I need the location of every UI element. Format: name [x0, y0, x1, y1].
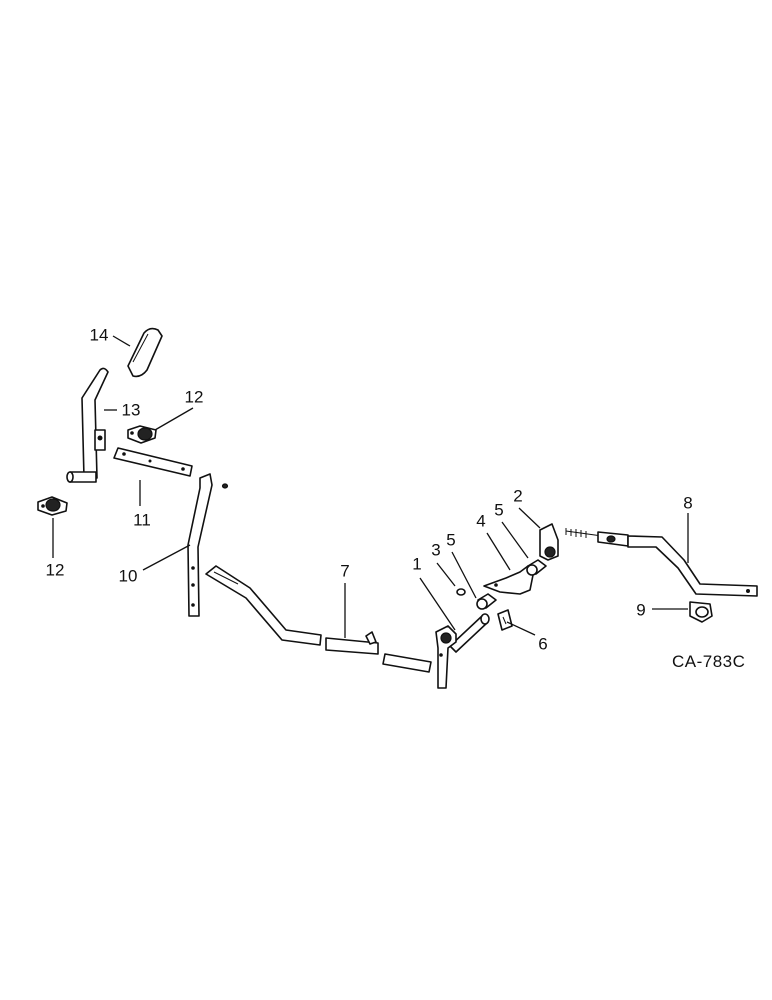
callout-11: 11 — [133, 510, 151, 529]
callout-14: 14 — [90, 325, 109, 344]
callout-7: 7 — [340, 561, 349, 580]
callout-4: 4 — [476, 511, 485, 530]
callout-6: 6 — [538, 634, 547, 653]
pin — [221, 483, 229, 489]
callout-13: 13 — [122, 400, 141, 419]
callout-12-upper: 12 — [185, 387, 204, 406]
part-13-pedal-lever — [66, 367, 109, 483]
leader-lines — [52, 335, 689, 638]
callout-5-right: 5 — [494, 500, 503, 519]
part-2-yoke — [539, 523, 559, 561]
callout-12-lower: 12 — [46, 560, 65, 579]
part-14-pedal-pad — [127, 327, 163, 378]
callout-9: 9 — [636, 600, 645, 619]
part-7-linkage-rod — [205, 565, 432, 673]
callout-1: 1 — [412, 554, 421, 573]
part-11-strap — [113, 447, 193, 477]
callout-5-left: 5 — [446, 530, 455, 549]
callout-8: 8 — [683, 493, 692, 512]
part-10-lever-bracket — [187, 473, 213, 617]
callout-2: 2 — [513, 486, 522, 505]
callout-3: 3 — [431, 540, 440, 559]
part-12-bearing-upper — [127, 425, 157, 444]
part-5-bushing-right — [526, 559, 547, 576]
part-9-clamp — [689, 601, 713, 623]
part-6-clip — [497, 609, 513, 631]
callout-labels: 14 13 12 11 12 10 7 1 3 5 4 5 2 6 8 9 — [46, 325, 693, 653]
part-8-linkage-rod — [565, 528, 758, 597]
part-3-ring — [456, 588, 466, 596]
part-1-shaft-arm — [435, 613, 490, 689]
drawing-code: CA-783C — [672, 652, 745, 671]
part-5-bushing-left — [476, 593, 497, 610]
callout-10: 10 — [119, 566, 138, 585]
part-12-bearing-lower — [37, 496, 68, 516]
